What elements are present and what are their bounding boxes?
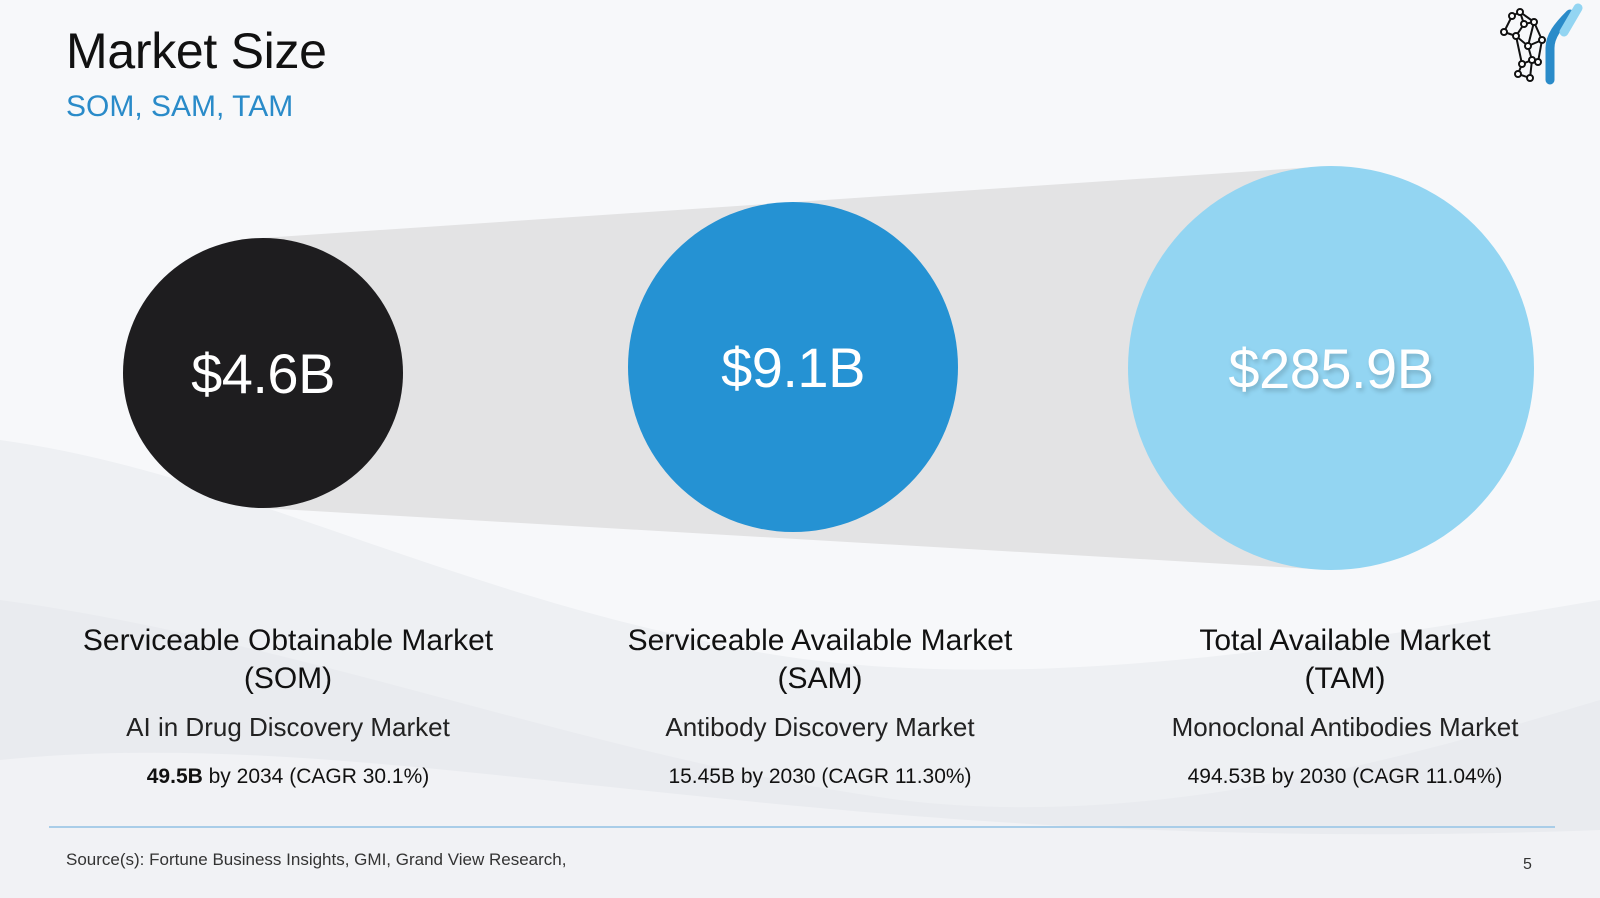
tam-column: Total Available Market (TAM) Monoclonal …: [1085, 622, 1600, 789]
sam-heading: Serviceable Available Market (SAM): [560, 622, 1080, 698]
tam-circle: $285.9B: [1128, 166, 1534, 570]
sam-name: Serviceable Available Market: [627, 624, 1013, 657]
tam-abbr: (TAM): [1304, 662, 1386, 695]
som-circle: $4.6B: [123, 238, 403, 508]
som-column: Serviceable Obtainable Market (SOM) AI i…: [28, 622, 548, 789]
page-subtitle: SOM, SAM, TAM: [66, 90, 294, 123]
sam-forecast-rest: 15.45B by 2030 (CAGR 11.30%): [668, 765, 972, 788]
som-value: $4.6B: [191, 341, 335, 405]
sam-abbr: (SAM): [777, 662, 863, 695]
tam-segment: Monoclonal Antibodies Market: [1171, 712, 1519, 742]
tam-forecast: 494.53B by 2030 (CAGR 11.04%): [1085, 765, 1600, 789]
sam-column: Serviceable Available Market (SAM) Antib…: [560, 622, 1080, 789]
sam-circle: $9.1B: [628, 202, 958, 532]
sam-forecast: 15.45B by 2030 (CAGR 11.30%): [560, 765, 1080, 789]
som-forecast: 49.5B by 2034 (CAGR 30.1%): [28, 765, 548, 789]
page-number: 5: [1523, 856, 1532, 873]
tam-value: $285.9B: [1228, 336, 1434, 400]
som-forecast-rest: by 2034 (CAGR 30.1%): [202, 765, 430, 788]
company-logo-icon: [1500, 3, 1583, 85]
tam-name: Total Available Market: [1199, 624, 1491, 657]
sam-segment: Antibody Discovery Market: [665, 712, 975, 742]
footer-divider: [49, 826, 1555, 828]
som-name: Serviceable Obtainable Market: [82, 624, 494, 657]
tam-forecast-rest: 494.53B by 2030 (CAGR 11.04%): [1187, 765, 1503, 788]
source-citation: Source(s): Fortune Business Insights, GM…: [66, 850, 567, 869]
tam-heading: Total Available Market (TAM): [1085, 622, 1600, 698]
page-title: Market Size: [66, 23, 327, 79]
som-abbr: (SOM): [243, 662, 333, 695]
som-segment: AI in Drug Discovery Market: [126, 712, 450, 742]
som-heading: Serviceable Obtainable Market (SOM): [28, 622, 548, 698]
som-forecast-bold: 49.5B: [146, 765, 203, 788]
sam-value: $9.1B: [721, 335, 865, 399]
